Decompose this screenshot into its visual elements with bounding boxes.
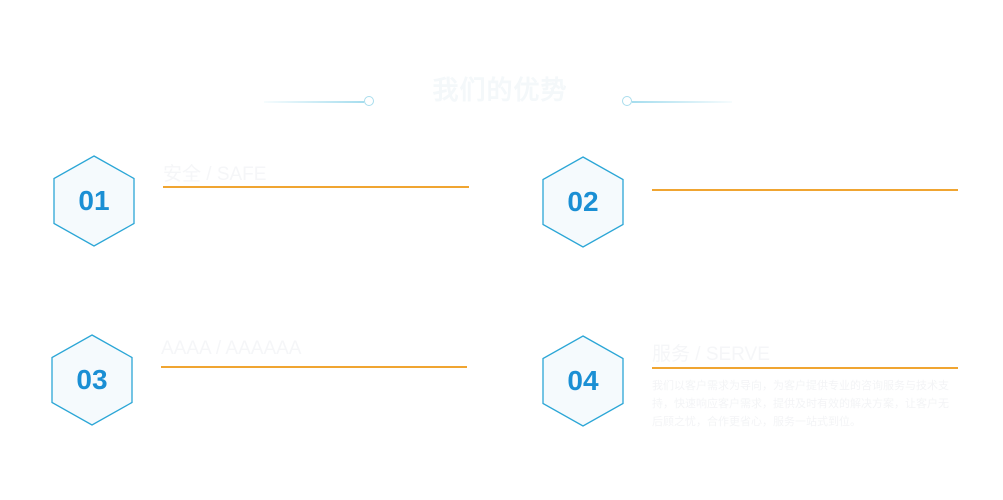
feature-card-2: 02 [542,156,1002,276]
header-line-left [264,101,364,103]
section-header: 我们的优势 [260,66,740,106]
header-circle-left-icon [364,96,374,106]
section-title: 我们的优势 [432,75,568,105]
feature-card-4: 04 服务 / SERVE 我们以客户需求为导向，为客户提供专业的咨询服务与技术… [542,335,1002,455]
feature-card-3: 03 AAAA / AAAAAA [51,334,511,454]
feature-divider [163,186,469,188]
feature-number: 01 [78,185,110,216]
hexagon-badge-icon [53,155,135,247]
feature-heading: AAAA / AAAAAA [161,338,302,359]
feature-divider [161,366,467,368]
feature-number: 02 [567,186,599,217]
feature-number: 04 [567,365,599,396]
feature-divider [652,189,958,191]
header-line-right [632,101,732,103]
feature-number: 03 [76,364,108,395]
feature-divider [652,367,958,369]
hexagon-badge-icon [542,335,624,427]
hexagon-badge-icon [51,334,133,426]
feature-heading: 服务 / SERVE [652,344,770,365]
feature-card-1: 01 安全 / SAFE [53,155,513,275]
header-circle-right-icon [622,96,632,106]
hexagon-badge-icon [542,156,624,248]
feature-description: 我们以客户需求为导向，为客户提供专业的咨询服务与技术支持，快速响应客户需求，提供… [652,380,949,428]
feature-heading: 安全 / SAFE [163,164,267,185]
